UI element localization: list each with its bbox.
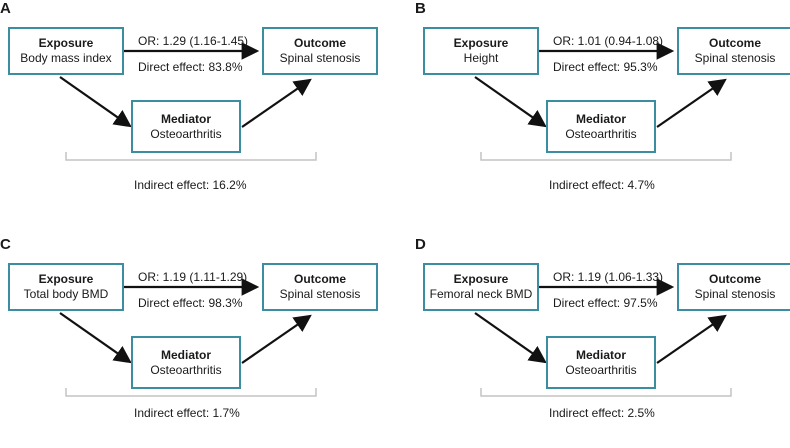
exposure-box: Exposure Total body BMD xyxy=(8,263,124,311)
mediator-title: Mediator xyxy=(160,111,211,126)
exposure-title: Exposure xyxy=(453,36,509,50)
exposure-name: Total body BMD xyxy=(23,287,109,301)
panel-label: C xyxy=(0,236,11,253)
panel-b: B Exposure Height Outcome Spinal stenosi… xyxy=(415,0,790,212)
panel-b-arrows xyxy=(474,42,732,161)
exposure-name: Height xyxy=(463,51,499,65)
indirect-effect-text: Indirect effect: 2.5% xyxy=(549,406,655,420)
mediator-box: Mediator Osteoarthritis xyxy=(131,336,241,389)
indirect-effect-text: Indirect effect: 16.2% xyxy=(134,178,247,192)
direct-effect-text: Direct effect: 95.3% xyxy=(553,60,658,74)
mediator-title: Mediator xyxy=(575,347,626,362)
outcome-box: Outcome Spinal stenosis xyxy=(677,27,790,75)
panel-d-arrows xyxy=(474,278,732,397)
indirect-effect-text: Indirect effect: 1.7% xyxy=(134,406,240,420)
panel-label: D xyxy=(415,236,426,253)
outcome-box: Outcome Spinal stenosis xyxy=(262,263,378,311)
outcome-title: Outcome xyxy=(708,272,761,286)
odds-ratio-text: OR: 1.19 (1.06-1.33) xyxy=(553,270,664,284)
direct-effect-text: Direct effect: 98.3% xyxy=(138,296,243,310)
odds-ratio-text: OR: 1.01 (0.94-1.08) xyxy=(553,34,664,48)
panel-label: A xyxy=(0,0,11,17)
outcome-box: Outcome Spinal stenosis xyxy=(677,263,790,311)
outcome-name: Spinal stenosis xyxy=(694,287,776,301)
panel-c-arrows xyxy=(59,278,317,397)
mediator-name: Osteoarthritis xyxy=(565,362,637,377)
panel-label: B xyxy=(415,0,426,17)
mediator-title: Mediator xyxy=(575,111,626,126)
outcome-name: Spinal stenosis xyxy=(279,287,361,301)
odds-ratio-text: OR: 1.29 (1.16-1.45) xyxy=(138,34,249,48)
mediator-box: Mediator Osteoarthritis xyxy=(546,100,656,153)
exposure-box: Exposure Body mass index xyxy=(8,27,124,75)
outcome-title: Outcome xyxy=(293,272,346,286)
mediator-name: Osteoarthritis xyxy=(150,362,222,377)
outcome-title: Outcome xyxy=(293,36,346,50)
outcome-title: Outcome xyxy=(708,36,761,50)
panel-a: A Exposure Body mass index Outcome Spina… xyxy=(0,0,390,212)
panel-c: C Exposure Total body BMD Outcome Spinal… xyxy=(0,236,390,448)
exposure-box: Exposure Femoral neck BMD xyxy=(423,263,539,311)
direct-effect-text: Direct effect: 83.8% xyxy=(138,60,243,74)
mediator-name: Osteoarthritis xyxy=(565,126,637,141)
odds-ratio-text: OR: 1.19 (1.11-1.29) xyxy=(138,270,248,284)
direct-effect-text: Direct effect: 97.5% xyxy=(553,296,658,310)
exposure-box: Exposure Height xyxy=(423,27,539,75)
exposure-name: Body mass index xyxy=(20,51,112,65)
panel-a-arrows xyxy=(59,42,317,161)
exposure-name: Femoral neck BMD xyxy=(429,287,533,301)
mediator-box: Mediator Osteoarthritis xyxy=(546,336,656,389)
outcome-box: Outcome Spinal stenosis xyxy=(262,27,378,75)
outcome-name: Spinal stenosis xyxy=(694,51,776,65)
mediator-name: Osteoarthritis xyxy=(150,126,222,141)
panel-d: D Exposure Femoral neck BMD Outcome Spin… xyxy=(415,236,790,448)
mediator-box: Mediator Osteoarthritis xyxy=(131,100,241,153)
exposure-title: Exposure xyxy=(38,36,94,50)
exposure-title: Exposure xyxy=(38,272,94,286)
mediator-title: Mediator xyxy=(160,347,211,362)
outcome-name: Spinal stenosis xyxy=(279,51,361,65)
indirect-effect-text: Indirect effect: 4.7% xyxy=(549,178,655,192)
exposure-title: Exposure xyxy=(453,272,509,286)
